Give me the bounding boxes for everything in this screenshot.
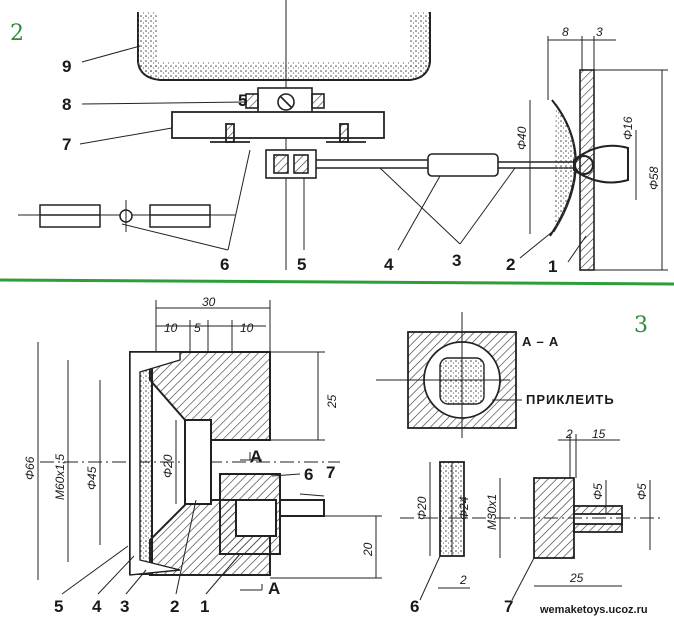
part-6-and-7-detail (400, 461, 660, 559)
frame-part-7 (171, 111, 385, 143)
figure-2-number: 2 (10, 21, 24, 46)
fig2-dimension-lines (529, 36, 668, 271)
figure-3-details: 3 A – A ПРИКЛЕИТЬ (376, 312, 660, 616)
shaft-part-4 (316, 153, 580, 177)
callout-4: 4 (384, 255, 394, 274)
site-watermark: wemaketoys.ucoz.ru (539, 604, 648, 616)
fig2-leaders (79, 45, 587, 263)
dim-25: 25 (325, 394, 339, 409)
dim-phi24: Φ24 (457, 496, 471, 520)
figure-2: 2 (10, 0, 668, 276)
callout-2: 2 (506, 255, 515, 274)
dim-25-right: 25 (569, 571, 584, 585)
callout-6-left: 6 (304, 465, 313, 484)
figure-divider (0, 278, 674, 286)
callout-1: 1 (548, 257, 557, 276)
callout-9: 9 (62, 57, 71, 76)
callout-8: 8 (62, 95, 71, 114)
callout-6-right: 6 (410, 597, 419, 616)
dim-2-bottom: 2 (459, 573, 467, 587)
dim-phi58: Φ58 (647, 166, 661, 190)
figure-3-number: 3 (634, 313, 648, 338)
dim-m60: M60x1,5 (53, 454, 67, 500)
dim-10-b: 10 (240, 321, 254, 335)
callout-7-right: 7 (504, 597, 513, 616)
mount-plate-part-1 (579, 69, 595, 271)
section-title: A – A (522, 334, 559, 349)
dim-phi5-a: Φ5 (591, 483, 605, 500)
watermark-bg (536, 600, 674, 618)
section-a-a-view (376, 312, 522, 438)
callout-3-left: 3 (120, 597, 129, 616)
dim-phi5-b: Φ5 (635, 483, 649, 500)
callout-7: 7 (62, 135, 71, 154)
callout-5: 5 (297, 255, 306, 274)
dim-phi40: Φ40 (515, 126, 529, 150)
callout-5-left: 5 (54, 597, 63, 616)
dim-phi20: Φ20 (161, 454, 175, 478)
callout-6: 6 (220, 255, 229, 274)
dim-8: 8 (562, 25, 569, 39)
section-mark-a-bottom: A (268, 579, 280, 598)
callout-1-left: 1 (200, 597, 209, 616)
dim-phi45: Φ45 (85, 466, 99, 490)
dim-15: 15 (592, 427, 606, 441)
dim-phi66: Φ66 (23, 456, 37, 480)
dim-20: 20 (361, 542, 375, 557)
dim-5: 5 (194, 321, 201, 335)
dim-2-top: 2 (565, 427, 573, 441)
callout-7-left: 7 (326, 463, 335, 482)
hull-part-9 (137, 12, 431, 81)
glue-note: ПРИКЛЕИТЬ (526, 392, 615, 407)
coupling-part-5 (265, 149, 317, 179)
dim-10-a: 10 (164, 321, 178, 335)
section-mark-a-top: A (250, 447, 262, 466)
callout-4-left: 4 (92, 597, 102, 616)
callout-5-upper: 5 (238, 91, 247, 110)
figure-3-assembly: 30 10 5 10 25 Φ66 M60x1,5 Φ45 Φ20 20 A 6… (23, 295, 382, 616)
dim-phi20-right: Φ20 (415, 496, 429, 520)
dim-phi16: Φ16 (621, 116, 635, 140)
callout-2-left: 2 (170, 597, 179, 616)
dim-m30: M30x1 (485, 494, 499, 530)
callout-3: 3 (452, 251, 461, 270)
plan-view-sketch (18, 200, 235, 232)
dim-30: 30 (202, 295, 216, 309)
dim-3: 3 (596, 25, 603, 39)
